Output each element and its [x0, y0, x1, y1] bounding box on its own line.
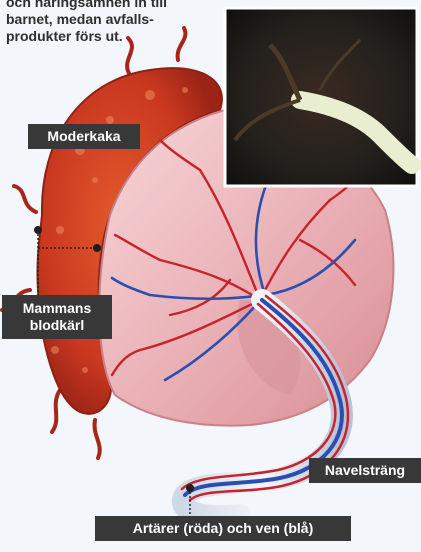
intro-line: och näringsämnen in till — [6, 0, 221, 11]
intro-text: och näringsämnen in till barnet, medan a… — [6, 0, 221, 45]
label-maternal-vessels: Mammans blodkärl — [2, 295, 112, 339]
label-placenta: Moderkaka — [28, 124, 140, 149]
label-arteries-vein-text: Artärer (röda) och ven (blå) — [102, 520, 344, 537]
label-umbilical-cord: Navelsträng — [309, 458, 421, 483]
intro-line: produkter förs ut. — [6, 28, 221, 45]
label-arteries-vein: Artärer (röda) och ven (blå) — [95, 516, 351, 541]
photo-inset — [225, 8, 417, 186]
label-umbilical-cord-text: Navelsträng — [316, 462, 414, 479]
intro-line: barnet, medan avfalls- — [6, 11, 221, 28]
label-placenta-text: Moderkaka — [35, 128, 133, 145]
label-maternal-vessels-line: Mammans — [8, 300, 106, 317]
label-maternal-vessels-line: blodkärl — [8, 317, 106, 334]
